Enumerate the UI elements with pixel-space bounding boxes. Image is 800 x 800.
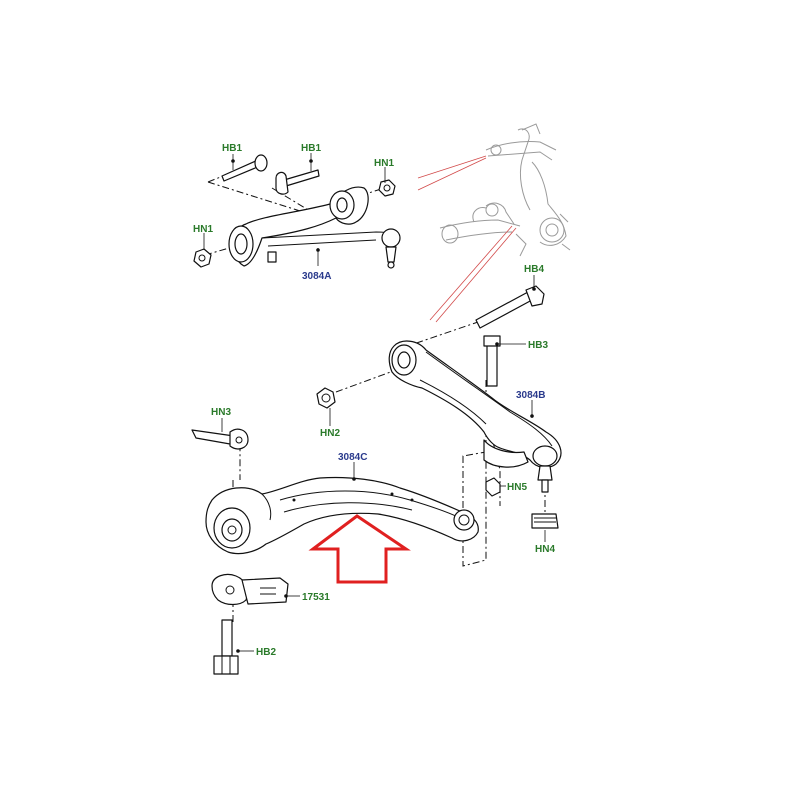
callout-hn4: HN4 bbox=[535, 544, 555, 555]
rear-arm-assembly bbox=[316, 285, 562, 567]
callout-hn2: HN2 bbox=[320, 428, 340, 439]
rear-callouts: HB4 HB3 3084B HN2 HN5 HN4 bbox=[320, 264, 555, 555]
callout-hn5: HN5 bbox=[507, 482, 527, 493]
callout-17531: 17531 bbox=[302, 592, 330, 603]
callout-hb3: HB3 bbox=[528, 340, 548, 351]
callout-hb4: HB4 bbox=[524, 264, 544, 275]
callout-hb1-b: HB1 bbox=[301, 143, 321, 154]
callout-3084a: 3084A bbox=[302, 271, 331, 282]
up-arrow-icon bbox=[308, 514, 411, 584]
callout-hn1-left: HN1 bbox=[193, 224, 213, 235]
lower-arm-assembly bbox=[191, 428, 479, 675]
lower-callouts: HN3 3084C 17531 HB2 bbox=[211, 407, 367, 658]
upper-arm-assembly bbox=[193, 154, 401, 269]
callout-hn1-right: HN1 bbox=[374, 158, 394, 169]
callout-hn3: HN3 bbox=[211, 407, 231, 418]
callout-3084b: 3084B bbox=[516, 390, 545, 401]
lower-arm-body bbox=[205, 476, 479, 555]
reference-leaders bbox=[417, 155, 517, 323]
locator-thumbnail bbox=[439, 123, 571, 257]
upper-callouts: HB1 HB1 HN1 HN1 3084A bbox=[193, 143, 394, 282]
callout-3084c: 3084C bbox=[338, 452, 367, 463]
rear-arm-body bbox=[388, 340, 562, 469]
callout-hb1-a: HB1 bbox=[222, 143, 242, 154]
callout-hb2: HB2 bbox=[256, 647, 276, 658]
